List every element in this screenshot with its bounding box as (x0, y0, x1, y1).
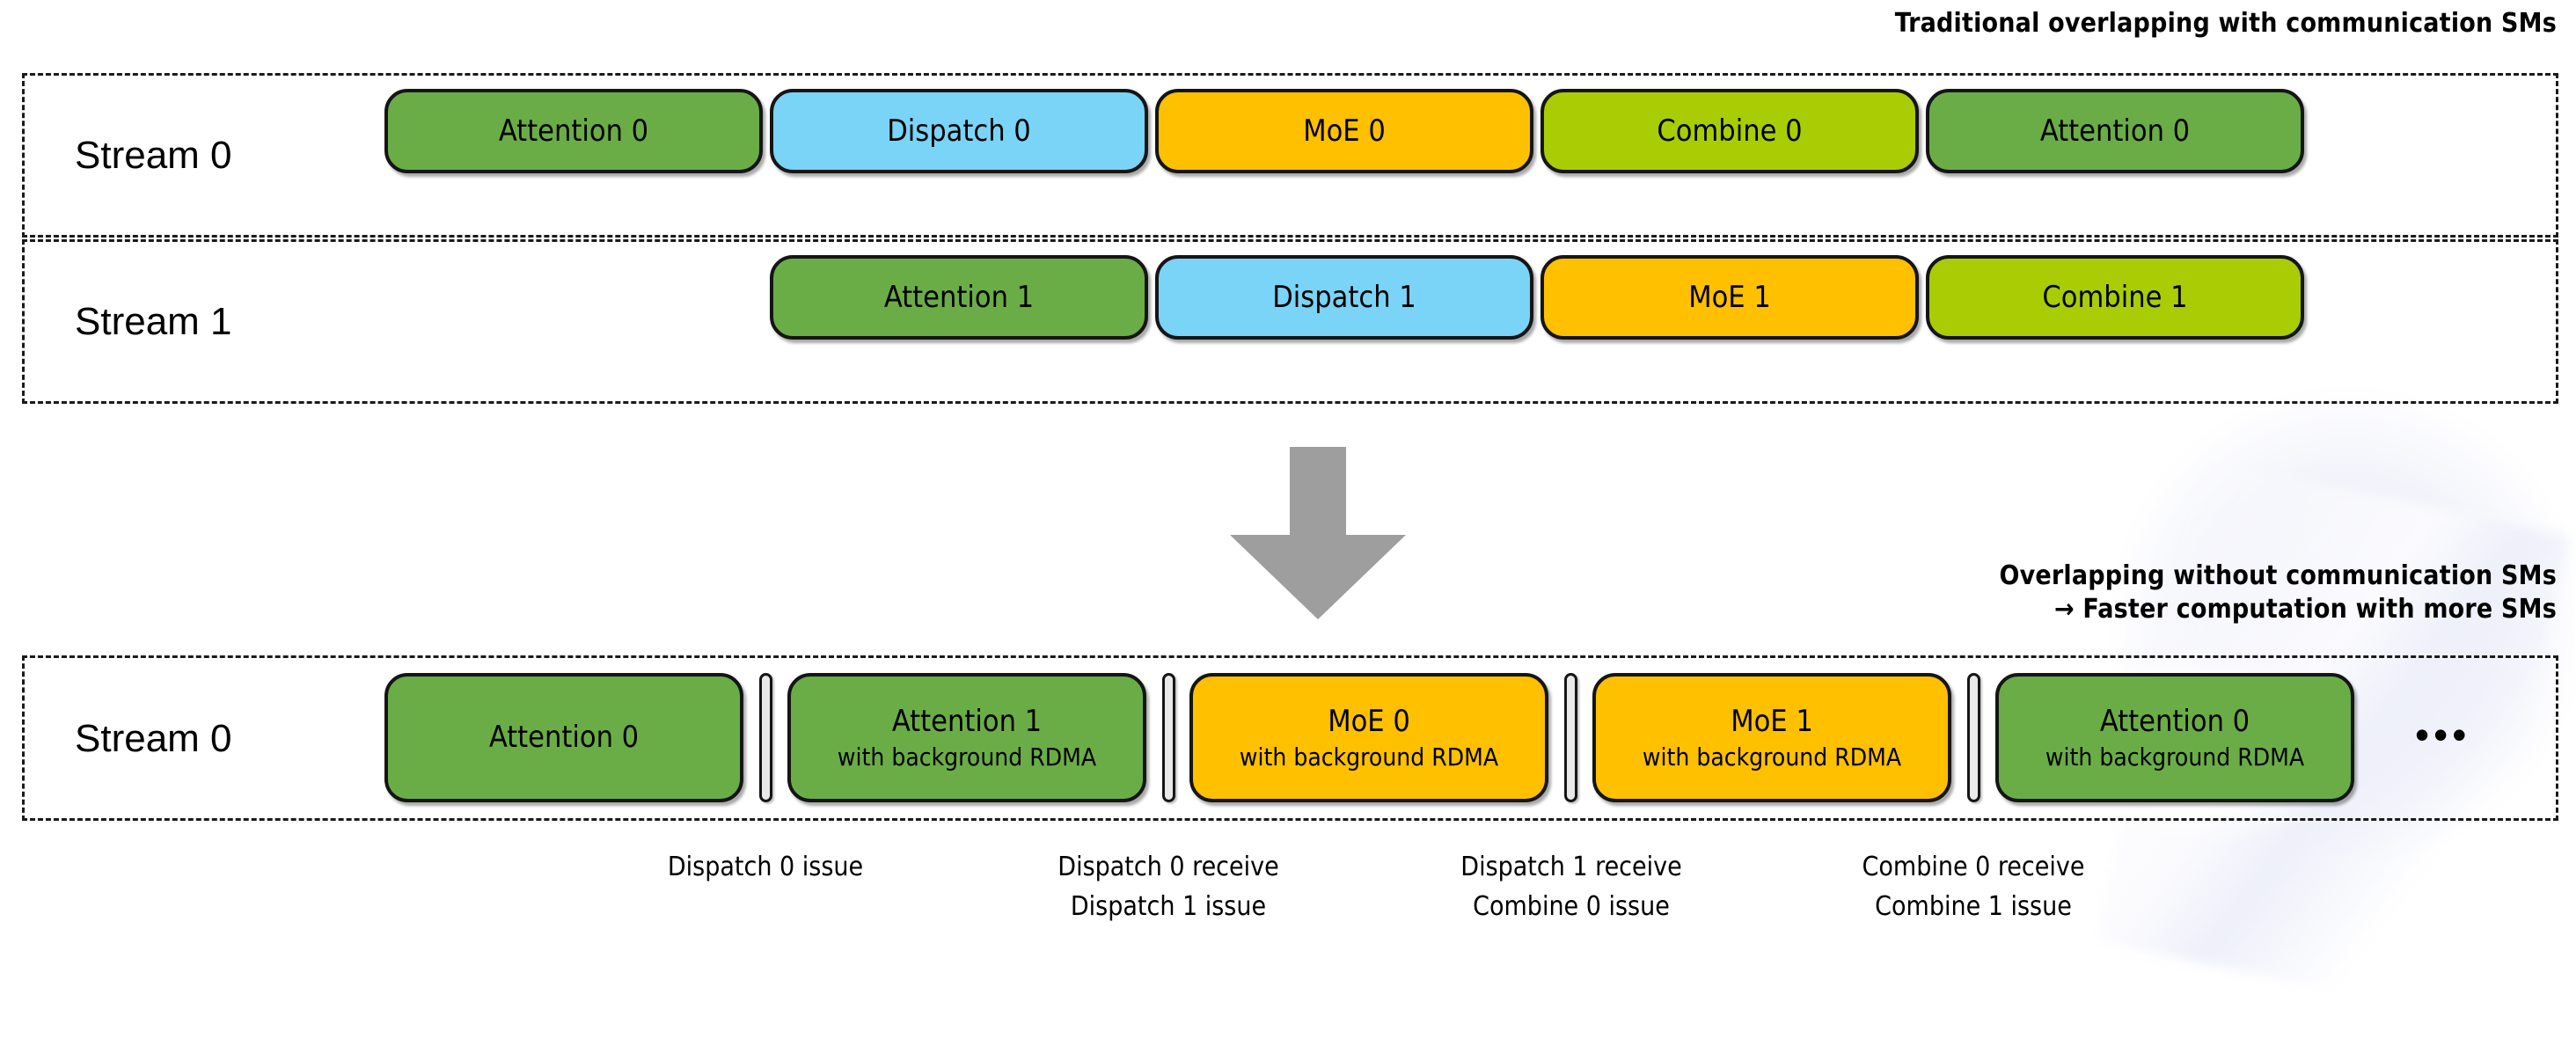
stage-box-title: MoE 1 (1731, 703, 1813, 739)
stage-box-title: Combine 1 (2042, 279, 2188, 315)
stage-box-title: Combine 0 (1657, 113, 1803, 149)
stage-box-title: MoE 0 (1303, 113, 1386, 149)
stage-box[interactable]: Attention 0 (384, 89, 763, 173)
stage-box-subtitle: with background RDMA (1642, 742, 1902, 772)
stage-box[interactable]: Attention 0 (384, 673, 743, 802)
stream-label-bottom: Stream 0 (75, 717, 232, 760)
stage-box-title: Dispatch 1 (1272, 279, 1416, 315)
continuation-ellipsis: ••• (2415, 712, 2471, 757)
stage-box-title: Dispatch 0 (887, 113, 1031, 149)
stream-label-0: Stream 0 (75, 134, 232, 177)
event-caption: Dispatch 1 receive Combine 0 issue (1460, 852, 1682, 922)
stage-box-subtitle: with background RDMA (837, 742, 1097, 772)
stage-box-title: Attention 0 (2099, 703, 2250, 739)
stage-separator (1564, 673, 1577, 802)
stage-box-title: Attention 1 (891, 703, 1043, 739)
stage-separator (1967, 673, 1980, 802)
diagram-canvas: Traditional overlapping with communicati… (22, 8, 2558, 922)
event-caption: Dispatch 0 receive Dispatch 1 issue (1057, 852, 1279, 922)
event-caption: Combine 0 receive Combine 1 issue (1862, 852, 2085, 922)
stage-separator (759, 673, 772, 802)
stage-box-title: Attention 0 (2039, 113, 2191, 149)
bottom-section-heading: Overlapping without communication SMs → … (1999, 560, 2557, 625)
stage-box-title: Attention 1 (883, 279, 1035, 315)
stream-label-1: Stream 1 (75, 300, 232, 343)
stage-box-subtitle: with background RDMA (1239, 742, 1499, 772)
stage-box[interactable]: Dispatch 0 (770, 89, 1148, 173)
stage-box-title: MoE 0 (1328, 703, 1410, 739)
stage-box-title: Attention 0 (498, 113, 649, 149)
stage-box-title: Attention 0 (488, 720, 640, 756)
top-section-heading: Traditional overlapping with communicati… (1894, 8, 2557, 39)
stage-box-title: MoE 1 (1688, 279, 1771, 315)
stage-box-subtitle: with background RDMA (2045, 742, 2305, 772)
stage-separator (1161, 673, 1175, 802)
stage-box[interactable]: Attention 1 (770, 255, 1148, 340)
stage-box[interactable]: Combine 0 (1540, 89, 1919, 173)
stage-box[interactable]: MoE 0 (1155, 89, 1533, 173)
down-arrow-icon (1230, 447, 1406, 619)
stage-box[interactable]: Dispatch 1 (1155, 255, 1533, 340)
event-caption: Dispatch 0 issue (667, 852, 864, 882)
stage-box[interactable]: Combine 1 (1926, 255, 2304, 340)
stage-box[interactable]: Attention 0 (1926, 89, 2304, 173)
stream-frame-0 (22, 73, 2558, 238)
stage-box[interactable]: MoE 1 (1540, 255, 1919, 340)
